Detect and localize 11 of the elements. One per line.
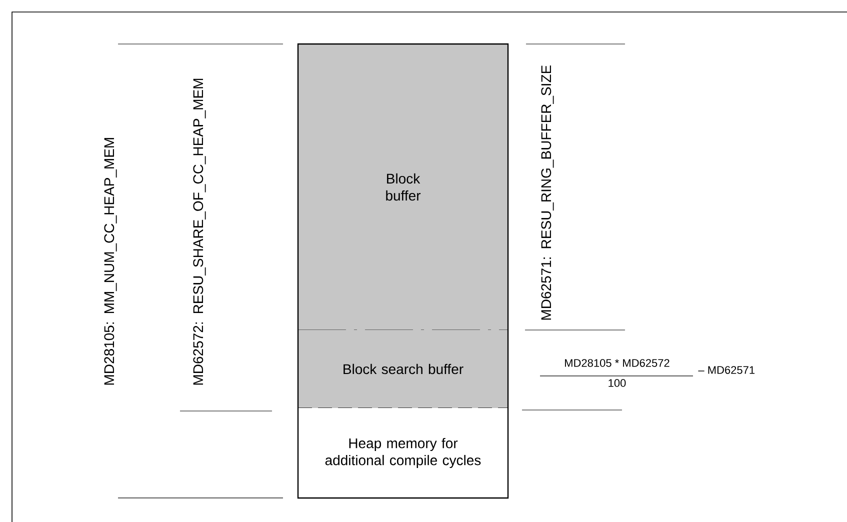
formula-numerator: MD28105 * MD62572 bbox=[565, 359, 670, 367]
parameter-label: MD62572: RESU_SHARE_OF_CC_HEAP_MEM bbox=[193, 78, 206, 385]
node-label: Heap memory for additional compile cycles bbox=[325, 438, 481, 468]
parameter-label: MD28105: MM_NUM_CC_HEAP_MEM bbox=[104, 138, 117, 385]
node-label: Block search buffer bbox=[344, 364, 464, 374]
formula-term: – MD62571 bbox=[698, 366, 755, 374]
parameter-label: MD62571: RESU_RING_BUFFER_SIZE bbox=[541, 65, 554, 320]
formula-denominator: 100 bbox=[608, 379, 626, 387]
node-label: Block buffer bbox=[386, 173, 421, 201]
memory-block: Heap memory for additional compile cycles bbox=[298, 408, 508, 498]
memory-block: Block search buffer bbox=[298, 330, 508, 408]
